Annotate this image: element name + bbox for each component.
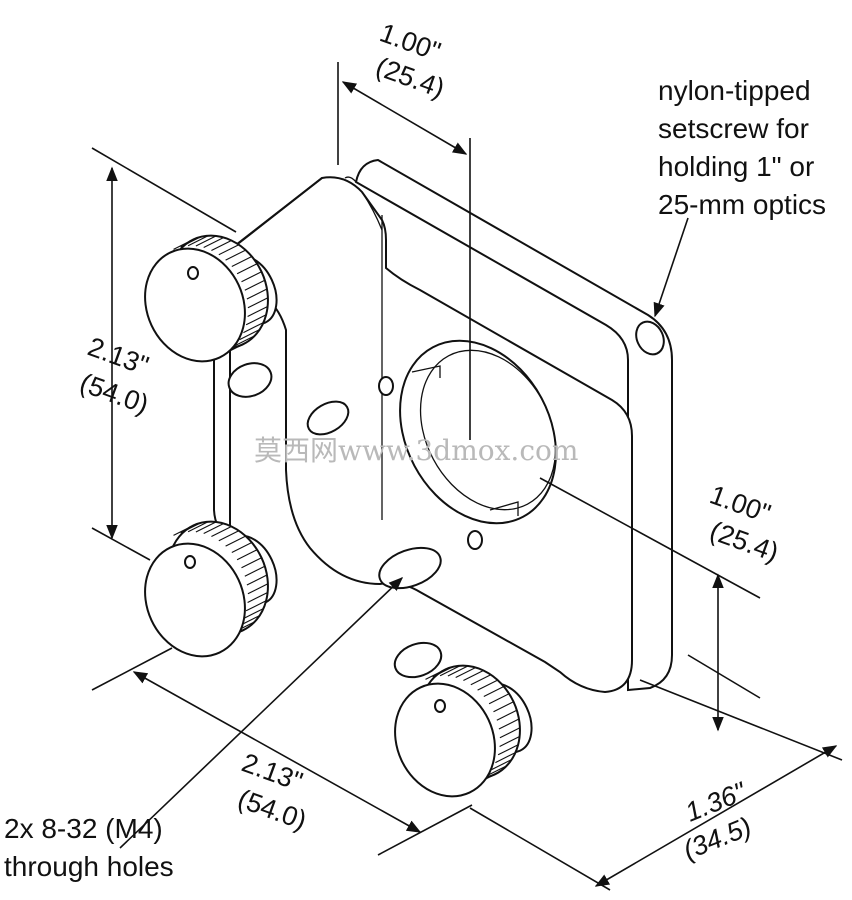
knurl-ridge	[499, 727, 521, 739]
dim-right-mm: (25.4)	[706, 515, 783, 567]
knurl-ridge	[173, 524, 194, 536]
knurl-ridge	[236, 549, 258, 561]
pin-hole	[378, 376, 394, 396]
knurl-ridge	[187, 521, 209, 533]
knurl-ridge	[231, 256, 253, 267]
knurl-ridge	[486, 765, 508, 777]
knurl-ridge	[234, 335, 256, 347]
knurl-ridge	[246, 574, 268, 586]
adjuster-hole	[227, 362, 273, 398]
note-through-holes: 2x 8-32 (M4) through holes	[4, 813, 174, 882]
knurl-ridge	[239, 329, 260, 341]
knurl-ridge	[225, 535, 246, 547]
leader-setscrew	[653, 217, 689, 318]
knurl-ridge	[477, 679, 498, 691]
knurl-ridge	[231, 542, 253, 553]
knurl-ridge	[241, 557, 262, 569]
knurl-ridge	[243, 608, 264, 620]
knurl-ridge	[218, 244, 240, 256]
knurl-ridge	[247, 297, 269, 309]
note-setscrew-line-1: nylon-tipped	[658, 75, 811, 106]
knurl-ridge	[180, 522, 201, 534]
knurl-ridge	[425, 668, 446, 680]
knurl-ridge	[173, 238, 194, 250]
knurl-ridge	[218, 530, 240, 542]
knurl-ridge	[493, 701, 514, 713]
knurl-ridge	[495, 752, 516, 764]
note-holes-line-1: 2x 8-32 (M4)	[4, 813, 163, 844]
knurl-ridge	[439, 665, 461, 677]
note-holes-line-2: through holes	[4, 851, 174, 882]
knurl-ridge	[247, 306, 268, 317]
knurl-ridge	[244, 279, 266, 291]
knurl-ridge	[211, 240, 232, 251]
knurl-ridge	[491, 759, 512, 771]
leader-through-holes	[119, 577, 404, 849]
knurl-ridge	[245, 600, 267, 612]
knurl-ridge	[244, 565, 266, 577]
knurl-ridge	[247, 592, 268, 603]
knurl-ridge	[496, 709, 518, 721]
through-hole-upper	[306, 400, 350, 436]
note-setscrew-line-3: holding 1" or	[658, 151, 814, 182]
knurl-ridge	[463, 670, 484, 681]
knurl-ridge	[470, 674, 492, 686]
knurl-ridge	[246, 288, 268, 300]
knurl-ridge	[498, 718, 520, 730]
knurl-ridge	[447, 665, 469, 677]
knob-bottom-left	[144, 520, 278, 658]
knurl-ridge	[243, 322, 264, 334]
dim-bottom-mm: (54.0)	[234, 783, 311, 835]
knob-top-left	[144, 234, 278, 363]
note-setscrew-line-4: 25-mm optics	[658, 189, 826, 220]
knurl-ridge	[203, 237, 224, 248]
knurl-ridge	[497, 744, 519, 756]
knurl-ridge	[483, 686, 505, 697]
knurl-ridge	[203, 523, 224, 534]
knurl-ridge	[432, 666, 453, 678]
knurl-ridge	[241, 271, 262, 283]
knurl-ridge	[247, 583, 269, 595]
knurl-ridge	[499, 736, 520, 747]
note-setscrew: nylon-tipped setscrew for holding 1" or …	[658, 75, 826, 220]
setscrew-hole	[635, 320, 665, 356]
watermark: 莫西网www.3dmox.com	[254, 434, 578, 467]
knurl-ridge	[245, 314, 267, 326]
knurl-ridge	[455, 667, 476, 678]
optic-bore	[399, 339, 557, 525]
note-setscrew-line-2: setscrew for	[658, 113, 809, 144]
knurl-ridge	[195, 235, 217, 247]
knurl-ridge	[225, 249, 246, 261]
knurl-ridge	[488, 693, 510, 705]
knurl-ridge	[180, 236, 201, 248]
adjuster-hole	[393, 641, 443, 679]
knurl-ridge	[211, 526, 232, 537]
knurl-ridge	[187, 235, 209, 247]
pin-hole	[467, 530, 483, 550]
knurl-ridge	[236, 263, 258, 275]
knurl-ridge	[195, 521, 217, 533]
